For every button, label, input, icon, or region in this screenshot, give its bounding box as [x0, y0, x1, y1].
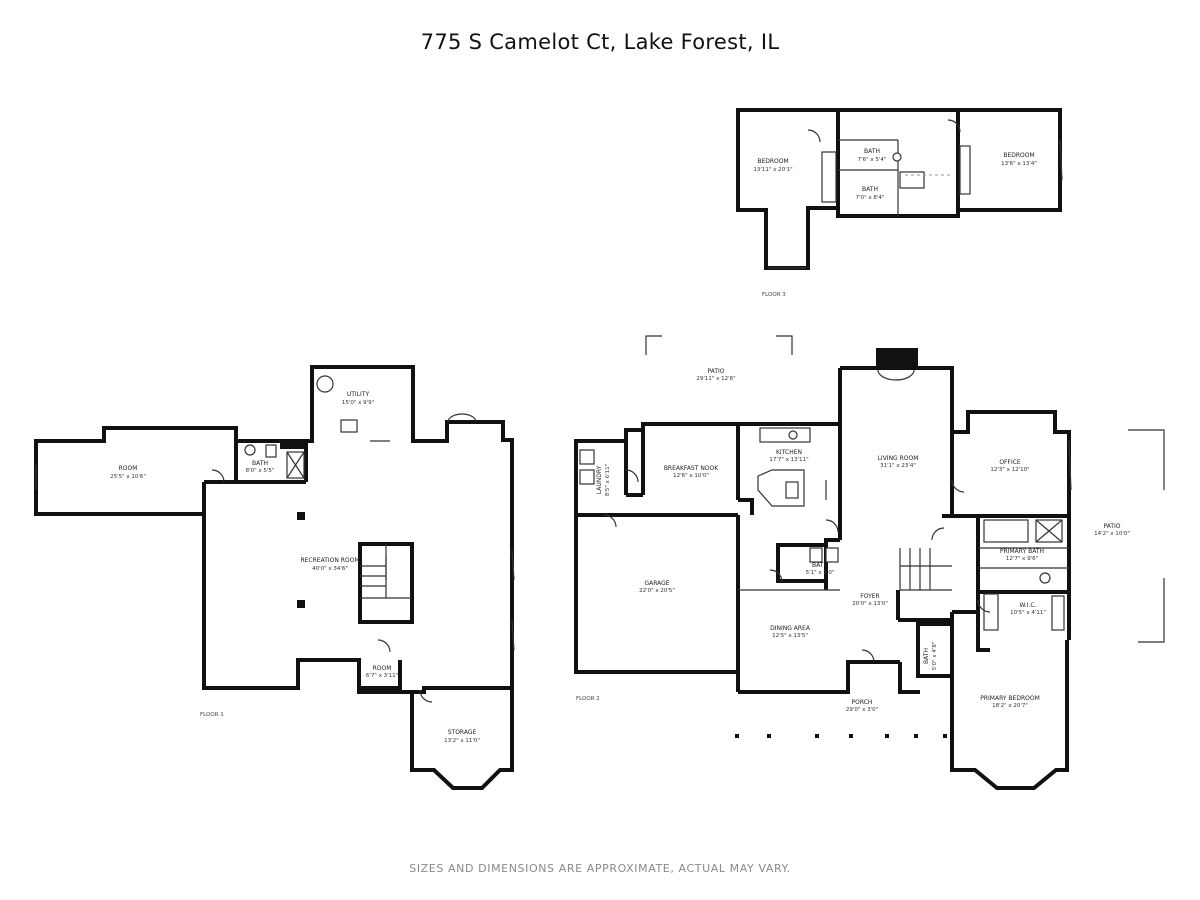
garage-dims: 22'0" x 20'5"	[639, 588, 675, 594]
kitchen-name: KITCHEN	[776, 449, 802, 456]
f1-room-name: ROOM	[119, 465, 138, 472]
primary-bath-dims: 12'7" x 9'6"	[1006, 556, 1038, 562]
svg-text:LAUNDRY: LAUNDRY	[596, 465, 603, 494]
storage-dims: 13'2" x 11'0"	[444, 738, 480, 744]
primary-bedroom-name: PRIMARY BEDROOM	[980, 695, 1040, 702]
breakfast-nook-name: BREAKFAST NOOK	[664, 465, 719, 472]
bedroom-b-dims: 13'6" x 13'4"	[1001, 161, 1037, 167]
dining-area-name: DINING AREA	[770, 625, 811, 632]
office-dims: 12'3" x 12'10"	[990, 467, 1029, 473]
f1-bath-dims: 8'0" x 5'5"	[246, 468, 275, 474]
porch-name: PORCH	[852, 699, 873, 706]
floor-3-label: FLOOR 3	[762, 292, 786, 298]
bath-a-name: BATH	[864, 148, 880, 155]
utility-name: UTILITY	[347, 391, 370, 398]
bath-b-name: BATH	[862, 186, 878, 193]
recreation-room-dims: 40'0" x 34'6"	[312, 566, 348, 572]
right-patio-dims: 14'2" x 10'0"	[1094, 531, 1130, 537]
recreation-room-name: RECREATION ROOM	[300, 557, 359, 564]
garage-name: GARAGE	[644, 580, 669, 587]
foyer-name: FOYER	[860, 593, 879, 600]
kitchen-dims: 17'7" x 13'11"	[769, 457, 808, 463]
dining-area-dims: 12'5" x 13'5"	[772, 633, 808, 639]
right-patio-name: PATIO	[1103, 523, 1120, 530]
small-bath-label: BATH 5'0" x 4'8"	[923, 642, 938, 671]
foyer-dims: 20'0" x 13'0"	[852, 601, 888, 607]
office-name: OFFICE	[999, 459, 1021, 466]
garage-outline	[574, 515, 738, 674]
page-title: 775 S Camelot Ct, Lake Forest, IL	[420, 30, 780, 54]
bedroom-b-name: BEDROOM	[1003, 152, 1034, 159]
living-room-dims: 31'1" x 23'4"	[880, 463, 916, 469]
disclaimer-text: SIZES AND DIMENSIONS ARE APPROXIMATE, AC…	[409, 862, 791, 875]
patio-name: PATIO	[707, 368, 724, 375]
patio-dims: 29'11" x 12'6"	[696, 376, 735, 382]
bath-a-dims: 7'6" x 5'4"	[858, 157, 887, 163]
f1-room-dims: 25'5" x 10'6"	[110, 474, 146, 480]
utility-dims: 15'0" x 9'9"	[342, 400, 374, 406]
walk-in-closet-dims: 10'5" x 4'11"	[1010, 610, 1046, 616]
floor-3-plan: BEDROOM 13'11" x 20'1" BATH 7'6" x 5'4" …	[736, 108, 1063, 298]
svg-text:8'5" x 6'11": 8'5" x 6'11"	[605, 464, 611, 496]
floor-1-label: FLOOR 1	[200, 712, 224, 718]
living-room-name: LIVING ROOM	[878, 455, 919, 462]
half-bath-dims: 5'1" x 5'0"	[806, 570, 835, 576]
bedroom-a-dims: 13'11" x 20'1"	[753, 167, 792, 173]
storage-outline	[410, 688, 514, 790]
walk-in-closet-name: W.I.C.	[1020, 602, 1037, 609]
porch-columns	[735, 734, 947, 738]
half-bath-name: BATH	[812, 562, 828, 569]
breakfast-nook-dims: 12'6" x 10'0"	[673, 473, 709, 479]
floor-2-label: FLOOR 2	[576, 696, 600, 702]
f1-small-room-name: ROOM	[373, 665, 392, 672]
laundry-label: LAUNDRY 8'5" x 6'11"	[596, 464, 611, 496]
f1-bath-name: BATH	[252, 460, 268, 467]
floor-3-outline	[736, 108, 1062, 270]
floor-1-plan: ROOM 25'5" x 10'6" UTILITY 15'0" x 9'9" …	[34, 365, 515, 790]
f1-small-room-dims: 6'7" x 3'11"	[366, 673, 398, 679]
storage-name: STORAGE	[448, 729, 477, 736]
svg-text:BATH: BATH	[923, 648, 930, 664]
primary-bedroom-dims: 18'2" x 20'7"	[992, 703, 1028, 709]
floor-2-plan: PATIO 29'11" x 12'6" LAUNDRY 8'5" x 6'11…	[574, 335, 1165, 790]
floor-1-outline	[34, 365, 514, 694]
svg-text:5'0" x 4'8": 5'0" x 4'8"	[932, 642, 938, 671]
bath-b-dims: 7'0" x 8'4"	[856, 195, 885, 201]
primary-bath-name: PRIMARY BATH	[1000, 548, 1044, 555]
porch-dims: 29'0" x 3'0"	[846, 707, 878, 713]
primary-bedroom-outline	[950, 612, 1069, 790]
bedroom-a-name: BEDROOM	[757, 158, 788, 165]
